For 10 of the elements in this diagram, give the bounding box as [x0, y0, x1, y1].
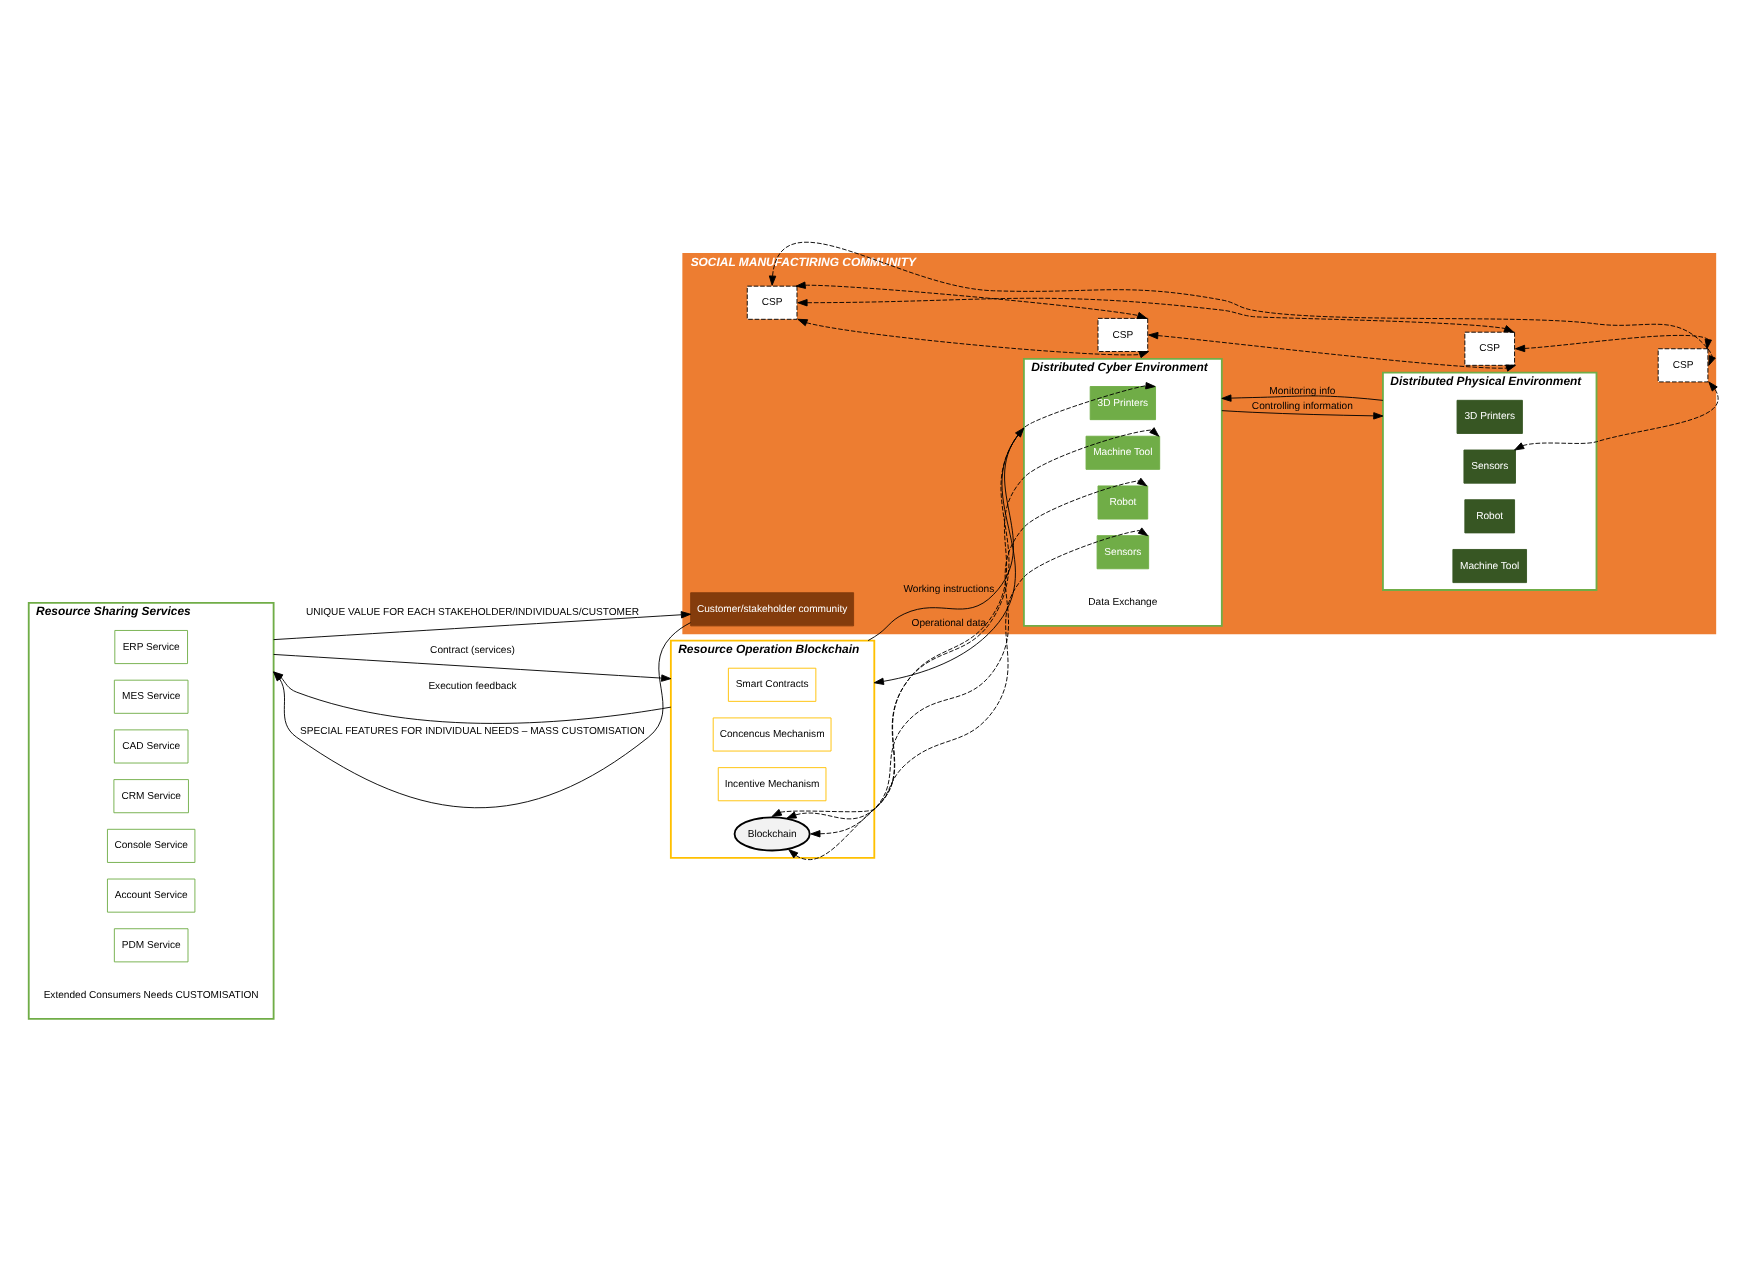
arrow	[273, 611, 691, 641]
arrow	[1221, 394, 1384, 402]
arrow	[1221, 410, 1384, 420]
arrow	[1515, 334, 1712, 353]
arrow	[795, 281, 1148, 319]
arrow	[797, 318, 1150, 359]
arrow	[1514, 381, 1719, 451]
arrow	[797, 297, 1515, 333]
arrow	[768, 242, 1716, 366]
arrow	[1148, 331, 1516, 372]
